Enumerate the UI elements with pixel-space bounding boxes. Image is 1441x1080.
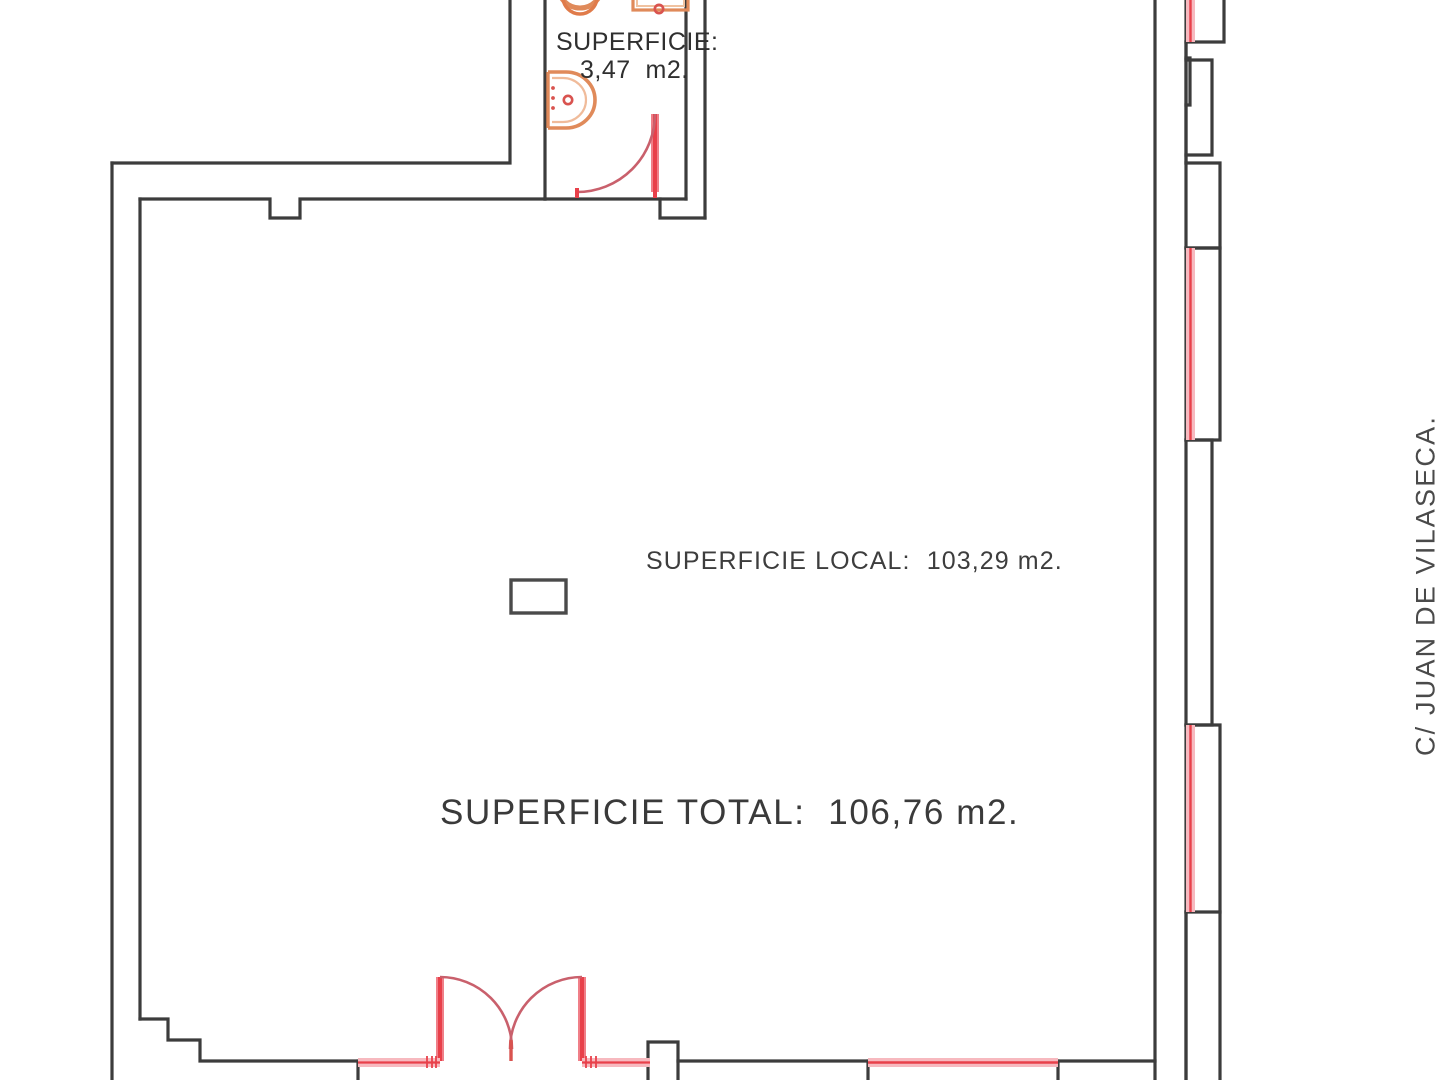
window-right-2	[1186, 248, 1195, 440]
window-right-1	[1186, 0, 1195, 42]
window-right-3	[1186, 725, 1195, 912]
window-bottom	[868, 1058, 1058, 1067]
main-inner-wall	[110, 0, 547, 1080]
column-pillar	[509, 578, 568, 615]
bathroom-walls	[543, 0, 707, 220]
shower-tray-icon	[631, 0, 690, 15]
street-name-label: C/ JUAN DE VILASECA.	[1410, 414, 1441, 757]
bathroom-fixtures	[546, 0, 690, 130]
total-area-label: SUPERFICIE TOTAL: 106,76 m2.	[440, 793, 1020, 832]
entrance-door	[358, 975, 650, 1068]
local-area-label: SUPERFICIE LOCAL: 103,29 m2.	[646, 547, 1063, 575]
bathroom-door	[575, 113, 659, 198]
bathroom-area-value: 3,47 m2.	[580, 56, 689, 84]
bathroom-area-title: SUPERFICIE:	[556, 28, 719, 56]
toilet-icon	[559, 0, 601, 16]
right-wall-windows	[1186, 0, 1195, 912]
right-exterior-wall	[1184, 0, 1226, 1080]
washbasin-icon	[546, 70, 597, 130]
